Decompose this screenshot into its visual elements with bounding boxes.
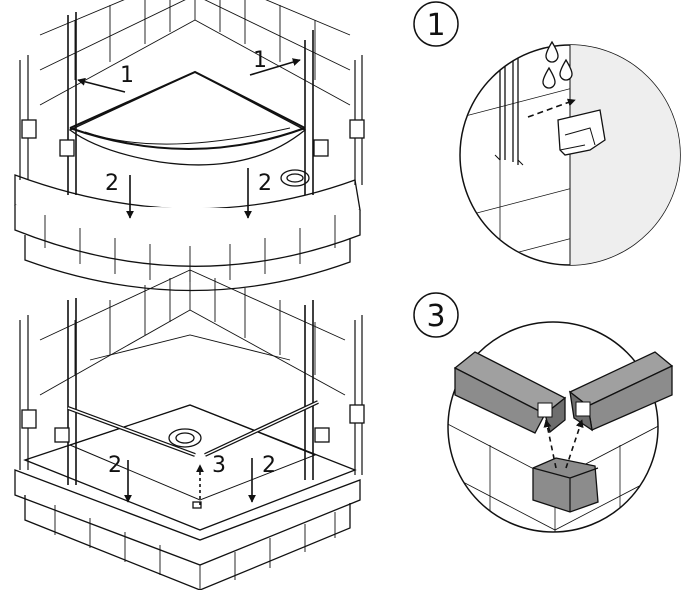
step-badge-1-label: 1 <box>426 8 445 43</box>
top-label-1b: 1 <box>253 48 267 73</box>
top-tray-basin <box>68 71 307 166</box>
top-step-arrows <box>77 58 301 219</box>
step-badge-3-label: 3 <box>426 299 445 334</box>
step-badge-1 <box>413 1 459 47</box>
detail-one: 1 <box>413 1 681 266</box>
detail-three: 3 <box>413 292 674 533</box>
top-label-2a: 2 <box>105 171 119 196</box>
top-wall-tiles <box>39 0 351 106</box>
water-drop-icon <box>559 58 573 81</box>
water-drop-icon <box>545 40 559 63</box>
step-badge-3 <box>413 292 459 338</box>
bottom-wall-tiles <box>39 269 346 396</box>
corner-piece <box>532 457 599 513</box>
arrow-icon <box>249 58 301 76</box>
bottom-tray-front <box>14 469 361 566</box>
top-label-2b: 2 <box>258 171 272 196</box>
bottom-label-3: 3 <box>212 453 226 478</box>
water-drops <box>542 40 573 89</box>
top-drain <box>280 169 310 187</box>
top-shower-curved <box>14 0 365 292</box>
water-drop-icon <box>542 66 556 89</box>
bottom-drain <box>168 428 202 448</box>
arrow-icon <box>543 419 557 469</box>
bottom-step-arrows <box>124 458 256 505</box>
arrow-icon <box>77 77 126 93</box>
bottom-shower-square <box>14 269 365 590</box>
top-label-1a: 1 <box>120 63 134 88</box>
arrow-icon <box>527 98 576 118</box>
bottom-label-2b: 2 <box>262 453 276 478</box>
bottom-label-2a: 2 <box>108 453 122 478</box>
glass-panel <box>569 45 680 265</box>
